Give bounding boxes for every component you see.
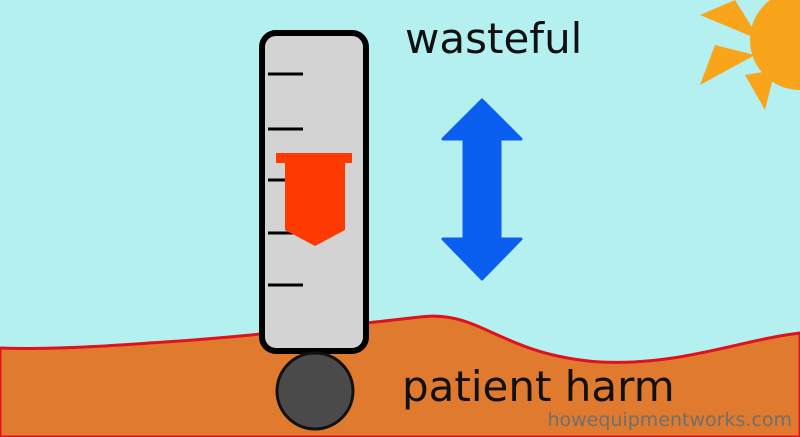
double-arrow-icon	[441, 98, 523, 281]
label-patient-harm: patient harm	[402, 362, 675, 411]
float-icon	[276, 153, 352, 246]
ground	[0, 314, 800, 437]
watermark-text: howequipmentworks.com	[547, 409, 792, 431]
sun-icon	[700, 0, 800, 110]
ball-icon	[275, 351, 355, 431]
label-wasteful: wasteful	[405, 14, 583, 63]
